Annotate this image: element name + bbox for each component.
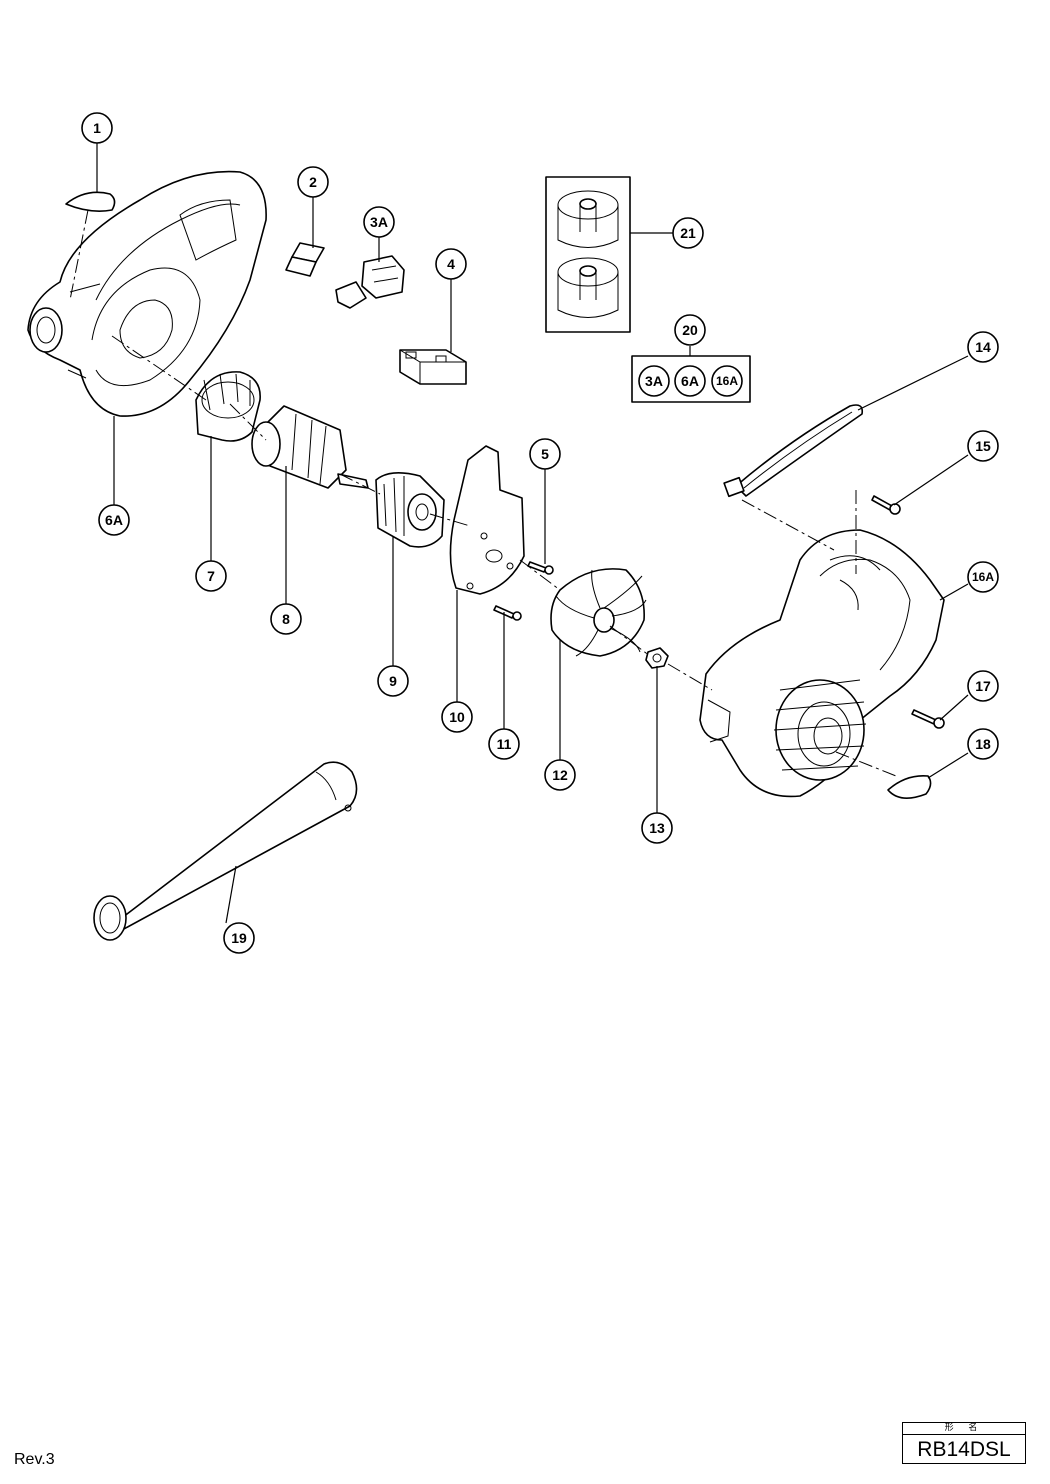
callout-10: 10 [441,701,473,733]
kit-20-item-3a: 3A [638,365,670,397]
svg-text:12: 12 [552,767,568,783]
callout-6a: 6A [98,504,130,536]
model-name: RB14DSL [917,1438,1011,1461]
part-7-holder [195,371,261,442]
part-13-nut [645,647,669,669]
callout-17: 17 [967,670,999,702]
svg-text:9: 9 [389,673,397,689]
leader-lines [96,143,969,924]
part-4-switch [399,349,467,385]
callout-4: 4 [435,248,467,280]
callout-3a: 3A [363,206,395,238]
model-name-box: 形 名 RB14DSL [902,1422,1026,1464]
callout-11: 11 [488,728,520,760]
callout-13: 13 [641,812,673,844]
part-6a-left-housing [27,170,267,417]
part-3a-terminal [335,255,405,309]
svg-text:15: 15 [975,438,991,454]
part-10-plate [449,445,525,595]
svg-text:13: 13 [649,820,665,836]
part-2-pad [285,242,325,277]
part-5-screw [527,561,554,575]
part-21-kit-box [545,176,631,333]
svg-text:4: 4 [447,256,455,272]
kit-20-item-6a: 6A [674,365,706,397]
callout-19: 19 [223,922,255,954]
svg-text:2: 2 [309,174,317,190]
part-17-screw [911,709,945,729]
model-header-label: 形 名 [903,1423,1025,1435]
svg-text:5: 5 [541,446,549,462]
callout-7: 7 [195,560,227,592]
svg-text:17: 17 [975,678,991,694]
revision-label: Rev.3 [14,1451,55,1468]
callout-1: 1 [81,112,113,144]
svg-text:6A: 6A [681,373,699,389]
svg-text:14: 14 [975,339,991,355]
svg-text:11: 11 [497,736,512,752]
svg-text:19: 19 [231,930,247,946]
svg-text:7: 7 [207,568,215,584]
strap-axis [741,499,835,551]
svg-text:10: 10 [449,709,465,725]
assembly-axis [111,335,713,691]
svg-text:3A: 3A [645,373,663,389]
svg-text:8: 8 [282,611,290,627]
part-19-nozzle [93,761,358,941]
callout-12: 12 [544,759,576,791]
callout-8: 8 [270,603,302,635]
cap18-axis [835,751,897,777]
part-18-cap [887,774,932,799]
part-11-screw [493,605,522,621]
svg-text:18: 18 [975,736,991,752]
part-9-sleeve [375,472,445,548]
cap1-axis [69,209,89,301]
callout-15: 15 [967,430,999,462]
part-1-cap [65,191,116,212]
part-15-screw [871,495,901,515]
callout-9: 9 [377,665,409,697]
callout-14: 14 [967,331,999,363]
svg-text:3A: 3A [370,214,388,230]
callout-5: 5 [529,438,561,470]
svg-text:16A: 16A [716,374,738,388]
svg-text:20: 20 [682,322,698,338]
part-16a-right-housing [699,529,945,798]
part-14-strap [723,404,864,498]
kit-20-item-16a: 16A [711,365,743,397]
svg-text:6A: 6A [105,512,123,528]
part-8-motor [251,405,369,489]
callout-2: 2 [297,166,329,198]
svg-text:16A: 16A [972,570,994,584]
callout-18: 18 [967,728,999,760]
svg-text:1: 1 [93,120,101,136]
callout-20: 20 [674,314,706,346]
svg-text:21: 21 [680,225,696,241]
callout-21: 21 [672,217,704,249]
callout-16a: 16A [967,561,999,593]
